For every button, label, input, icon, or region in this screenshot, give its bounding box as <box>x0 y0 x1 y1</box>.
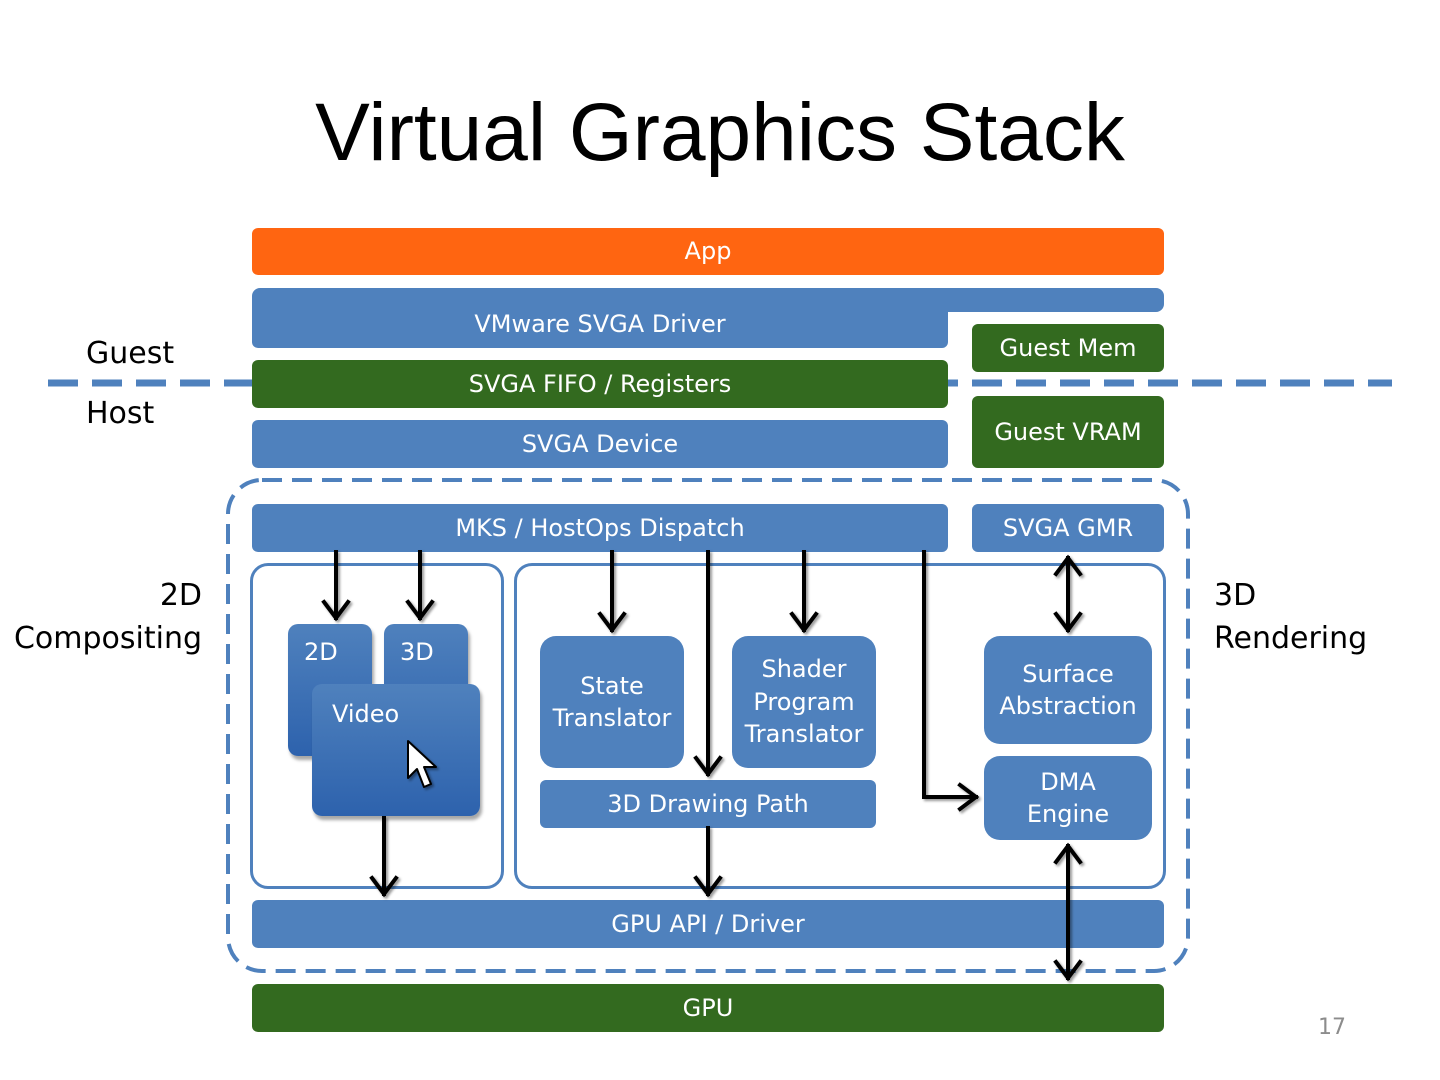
surface-abstraction-line1: Surface <box>1022 659 1114 688</box>
compositing-2d-label: 2D Compositing <box>0 575 202 660</box>
rendering-3d-line2: Rendering <box>1214 620 1368 656</box>
arrow-mks-to-dma-engine <box>922 550 980 812</box>
arrow-gmr-surface-bidirectional <box>1053 554 1083 634</box>
app-box: App <box>252 228 1164 275</box>
state-translator-line2: Translator <box>552 704 672 732</box>
slide-title: Virtual Graphics Stack <box>315 87 1125 178</box>
shader-program-translator-box: Shader Program Translator <box>732 636 876 768</box>
mks-hostops-dispatch-box: MKS / HostOps Dispatch <box>252 504 948 552</box>
arrow-video-to-gpu-api <box>369 816 399 898</box>
arrow-drawing-path-to-gpu-api <box>693 826 723 898</box>
compositing-2d-line1: 2D <box>159 578 202 613</box>
arrow-mks-to-shader-translator <box>789 550 819 634</box>
dma-engine-box: DMA Engine <box>984 756 1152 840</box>
gpu-box: GPU <box>252 984 1164 1032</box>
rendering-3d-panel <box>514 563 1166 889</box>
gpu-api-driver-box: GPU API / Driver <box>252 900 1164 948</box>
arrow-mks-to-state-translator <box>597 550 627 634</box>
drawing-path-3d-box: 3D Drawing Path <box>540 780 876 828</box>
shader-program-translator-line1: Shader <box>761 655 847 684</box>
mouse-cursor-icon <box>407 740 437 788</box>
dma-engine-line2: Engine <box>1026 800 1110 828</box>
arrow-mks-to-3d <box>405 550 435 622</box>
surface-abstraction-line2: Abstraction <box>999 692 1137 720</box>
vmware-svga-driver-box: VMware SVGA Driver <box>252 300 948 348</box>
arrow-mks-to-drawing-path <box>693 550 723 778</box>
host-container-outline <box>226 478 1190 973</box>
state-translator-box: State Translator <box>540 636 684 768</box>
card-video-label: Video <box>332 700 400 728</box>
guest-mem-box: Guest Mem <box>972 324 1164 372</box>
guest-vram-box: Guest VRAM <box>972 396 1164 468</box>
arrow-dma-gpu-bidirectional <box>1053 842 1083 982</box>
shader-program-translator-line2: Program <box>753 687 855 716</box>
compositing-2d-line2: Compositing <box>13 620 202 656</box>
card-video: Video <box>312 684 480 816</box>
svga-device-box: SVGA Device <box>252 420 948 468</box>
dma-engine-line1: DMA <box>1040 767 1096 796</box>
page-number: 17 <box>1318 1015 1346 1040</box>
surface-abstraction-box: Surface Abstraction <box>984 636 1152 744</box>
guest-label: Guest <box>86 336 175 371</box>
rendering-3d-line1: 3D <box>1214 578 1257 613</box>
shader-program-translator-line3: Translator <box>744 720 864 749</box>
host-label: Host <box>86 396 155 431</box>
svga-fifo-registers-box: SVGA FIFO / Registers <box>252 360 948 408</box>
state-translator-line1: State <box>580 671 644 700</box>
rendering-3d-label: 3D Rendering <box>1214 575 1367 660</box>
arrow-mks-to-2d <box>321 550 351 622</box>
svga-gmr-box: SVGA GMR <box>972 504 1164 552</box>
